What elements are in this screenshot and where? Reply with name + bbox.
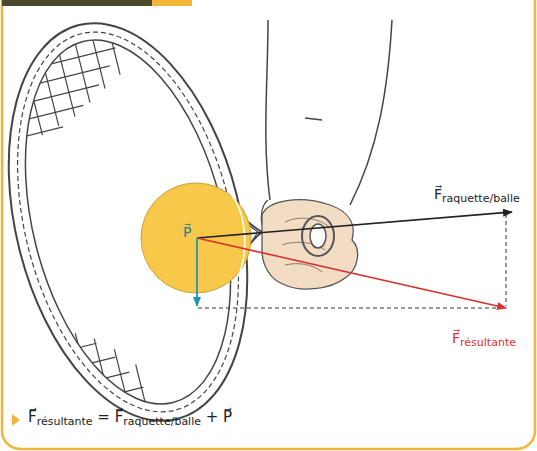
- force-label: F⃗raquette/balle: [434, 186, 520, 205]
- weight-label: P⃗: [183, 224, 191, 241]
- resultant-label: F⃗résultante: [452, 330, 516, 349]
- formula-text: F⃗résultante = F⃗raquette/balle + P⃗: [28, 408, 232, 428]
